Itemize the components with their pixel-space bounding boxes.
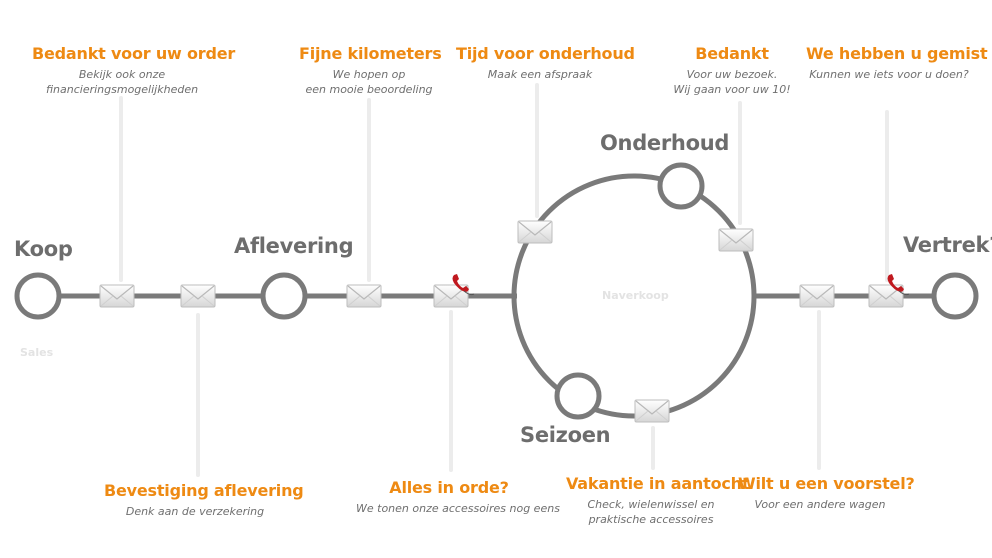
envelope-icon bbox=[517, 220, 553, 244]
callout-title: We hebben u gemist bbox=[806, 44, 988, 63]
callout-subtitle: Voor uw bezoek. bbox=[686, 68, 778, 81]
callout-title: Bedankt bbox=[695, 44, 769, 63]
callout-subtitle: een mooie beoordeling bbox=[305, 83, 433, 96]
callout-subtitle: We hopen op bbox=[332, 68, 406, 81]
node-koop-icon bbox=[14, 272, 62, 320]
timeline-nodes bbox=[14, 162, 979, 420]
callout-title: Bedankt voor uw order bbox=[32, 44, 236, 63]
callout-vakantie: Vakantie in aantocht Check, wielenwissel… bbox=[566, 474, 750, 527]
callout-title: Bevestiging aflevering bbox=[104, 481, 304, 500]
stage-label-koop: Koop bbox=[14, 237, 73, 261]
node-onderhoud-icon bbox=[657, 162, 705, 210]
envelope-icon bbox=[99, 284, 135, 308]
timeline-loop-naverkoop bbox=[511, 173, 757, 419]
zone-label-naverkoop: Naverkoop bbox=[602, 289, 669, 302]
callout-subtitle: financieringsmogelijkheden bbox=[45, 83, 199, 96]
callout-title: Wilt u een voorstel? bbox=[738, 474, 915, 493]
timeline-main bbox=[60, 173, 935, 419]
callout-subtitle: Maak een afspraak bbox=[487, 68, 593, 81]
callout-tijd-onderhoud: Tijd voor onderhoud Maak een afspraak bbox=[456, 44, 635, 82]
callout-subtitle: Wij gaan voor uw 10! bbox=[673, 83, 791, 96]
callout-subtitle: We tonen onze accessoires nog eens bbox=[356, 502, 560, 515]
callout-alles-in-orde: Alles in orde? We tonen onze accessoires… bbox=[356, 478, 560, 516]
envelope-icon bbox=[180, 284, 216, 308]
callout-fijne-kilometers: Fijne kilometers We hopen op een mooie b… bbox=[299, 44, 442, 97]
callout-title: Alles in orde? bbox=[389, 478, 509, 497]
callout-bevestiging: Bevestiging aflevering Denk aan de verze… bbox=[104, 481, 304, 519]
callout-subtitle: Voor een andere wagen bbox=[754, 498, 886, 511]
callout-subtitle: Bekijk ook onze bbox=[78, 68, 166, 81]
envelope-icon bbox=[718, 228, 754, 252]
callout-bedankt: Bedankt Voor uw bezoek. Wij gaan voor uw… bbox=[672, 44, 792, 97]
callout-subtitle: Kunnen we iets voor u doen? bbox=[809, 68, 969, 81]
callout-title: Tijd voor onderhoud bbox=[456, 44, 635, 63]
callout-title: Vakantie in aantocht bbox=[566, 474, 750, 493]
callout-bedankt-order: Bedankt voor uw order Bekijk ook onze fi… bbox=[32, 44, 236, 97]
zone-label-sales: Sales bbox=[20, 346, 54, 359]
node-aflevering-icon bbox=[260, 272, 308, 320]
node-vertrek-icon bbox=[931, 272, 979, 320]
connector-lines bbox=[119, 83, 889, 477]
callout-subtitle: praktische accessoires bbox=[588, 513, 714, 526]
callout-voorstel: Wilt u een voorstel? Voor een andere wag… bbox=[738, 474, 915, 512]
callout-title: Fijne kilometers bbox=[299, 44, 442, 63]
envelope-icon bbox=[799, 284, 835, 308]
stage-label-seizoen: Seizoen bbox=[520, 423, 611, 447]
callout-subtitle: Denk aan de verzekering bbox=[125, 505, 265, 518]
stage-label-vertrek: Vertrek? bbox=[903, 233, 992, 257]
envelope-icon bbox=[634, 399, 670, 423]
envelope-icon bbox=[346, 284, 382, 308]
stage-label-aflevering: Aflevering bbox=[234, 234, 354, 258]
callout-gemist: We hebben u gemist Kunnen we iets voor u… bbox=[806, 44, 988, 82]
callout-subtitle: Check, wielenwissel en bbox=[587, 498, 715, 511]
node-seizoen-icon bbox=[554, 372, 602, 420]
stage-label-onderhoud: Onderhoud bbox=[600, 131, 730, 155]
